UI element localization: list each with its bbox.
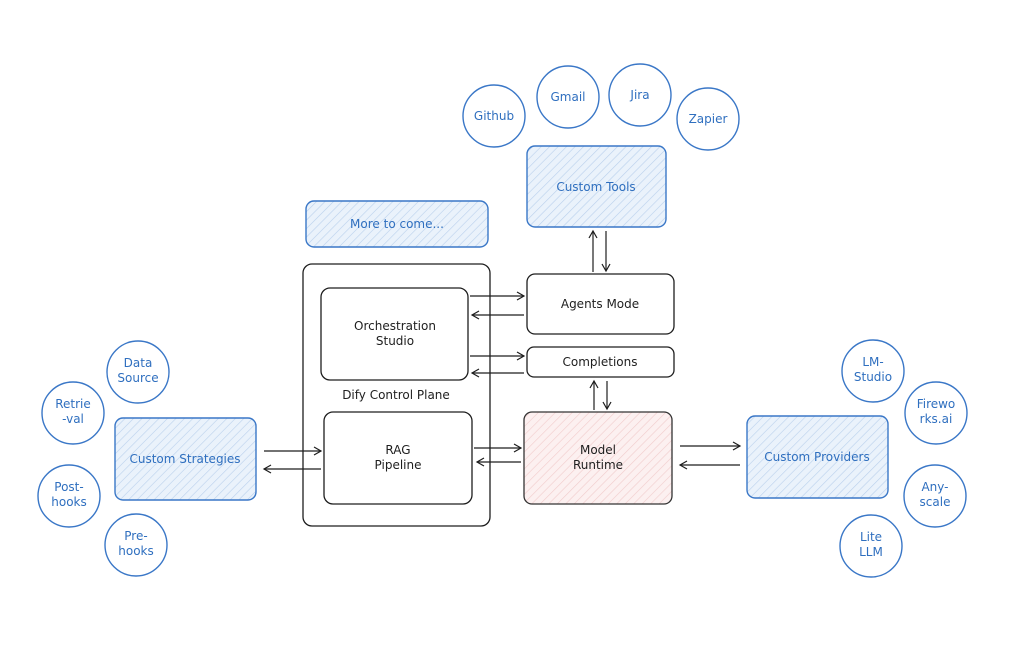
custom-providers-box: Custom Providers [746, 415, 889, 499]
provider-circle-anyscale: Any- scale [903, 464, 967, 528]
control-plane-label: Dify Control Plane [342, 388, 450, 402]
lite-llm-line2: LLM [859, 545, 883, 559]
custom-strategies-box: Custom Strategies [114, 417, 257, 501]
post-hooks-line1: Post- [54, 480, 83, 494]
strategy-circle-pre-hooks: Pre- hooks [104, 513, 168, 577]
custom-tools-box: Custom Tools [526, 145, 667, 228]
tool-circle-gmail: Gmail [536, 65, 600, 129]
tool-circle-github: Github [462, 84, 526, 148]
provider-circle-lite-llm: Lite LLM [839, 514, 903, 578]
more-to-come-label: More to come... [350, 217, 444, 231]
orchestration-label-line2: Studio [376, 334, 414, 348]
orchestration-label-line1: Orchestration [354, 319, 436, 333]
rag-pipeline-box: RAG Pipeline [323, 411, 473, 505]
fireworks-line2: rks.ai [920, 412, 953, 426]
agents-mode-box: Agents Mode [526, 273, 675, 335]
anyscale-line2: scale [920, 495, 951, 509]
lm-studio-line1: LM- [862, 355, 883, 369]
retrieval-line2: -val [62, 412, 84, 426]
completions-label: Completions [563, 355, 638, 369]
pre-hooks-line2: hooks [118, 544, 154, 558]
model-runtime-box: Model Runtime [523, 411, 673, 505]
orchestration-studio-box: Orchestration Studio [320, 287, 469, 381]
model-runtime-label-line1: Model [580, 443, 616, 457]
gmail-label: Gmail [550, 90, 585, 104]
anyscale-line1: Any- [921, 480, 948, 494]
github-label: Github [474, 109, 514, 123]
post-hooks-line2: hooks [51, 495, 87, 509]
provider-circle-fireworks: Firewo rks.ai [904, 381, 968, 445]
data-source-line2: Source [117, 371, 158, 385]
pre-hooks-line1: Pre- [124, 529, 147, 543]
data-source-line1: Data [124, 356, 153, 370]
completions-box: Completions [526, 346, 675, 378]
lm-studio-line2: Studio [854, 370, 892, 384]
tool-circle-zapier: Zapier [676, 87, 740, 151]
retrieval-line1: Retrie [55, 397, 91, 411]
provider-circle-lm-studio: LM- Studio [841, 339, 905, 403]
more-to-come-box: More to come... [305, 200, 489, 248]
lite-llm-line1: Lite [860, 530, 882, 544]
strategy-circle-retrieval: Retrie -val [41, 381, 105, 445]
zapier-label: Zapier [689, 112, 728, 126]
rag-label-line2: Pipeline [375, 458, 422, 472]
strategy-circle-data-source: Data Source [106, 340, 170, 404]
tool-circle-jira: Jira [608, 63, 672, 127]
strategy-circle-post-hooks: Post- hooks [37, 464, 101, 528]
custom-providers-label: Custom Providers [764, 450, 869, 464]
custom-tools-label: Custom Tools [556, 180, 635, 194]
jira-label: Jira [629, 88, 649, 102]
custom-strategies-label: Custom Strategies [129, 452, 240, 466]
fireworks-line1: Firewo [917, 397, 956, 411]
rag-label-line1: RAG [385, 443, 410, 457]
model-runtime-label-line2: Runtime [573, 458, 623, 472]
agents-mode-label: Agents Mode [561, 297, 639, 311]
